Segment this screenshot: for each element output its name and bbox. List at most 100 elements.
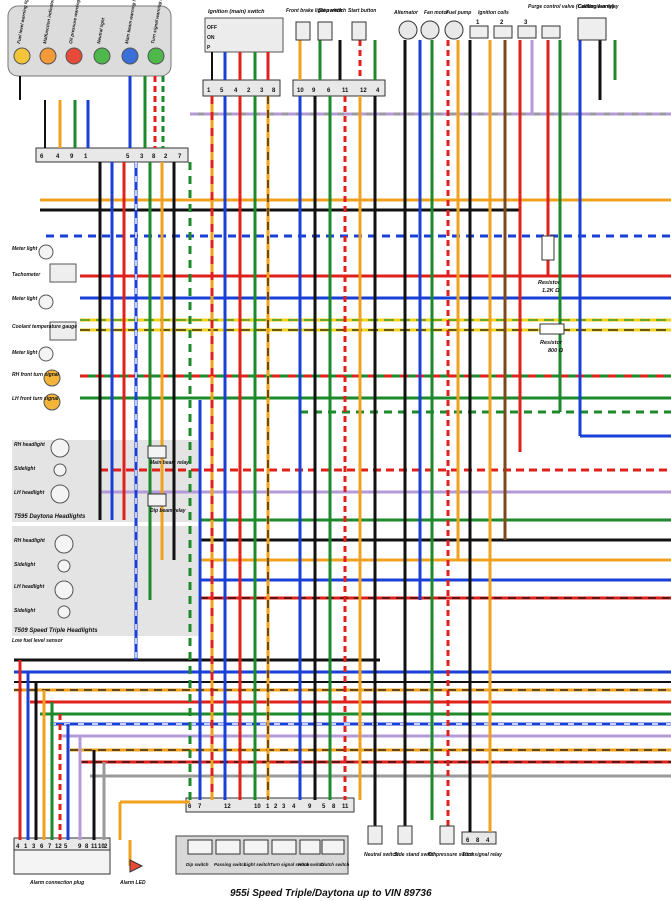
- coolant-gauge-icon: [49, 321, 77, 341]
- label-meter-light-3: Meter light: [12, 350, 38, 356]
- label-tachometer: Tachometer: [12, 272, 41, 278]
- pin-sw-10: 8: [332, 804, 336, 810]
- oil-pressure-switch-icon: [439, 825, 455, 845]
- warning-lights: [13, 47, 165, 65]
- pin-left-7: 2: [164, 154, 168, 160]
- daytona-rh-headlight-icon: [50, 438, 70, 458]
- label-neutral: Neutral switch: [364, 852, 398, 858]
- pin-alarm-4: 7: [48, 844, 52, 850]
- pin-brk-2: 6: [327, 88, 331, 94]
- fuel-pump-icon: [444, 20, 464, 40]
- label-resistor-2-value: 800 Ω: [548, 348, 564, 354]
- labels: Ignition (main) switch OFF ON P Front br…: [12, 4, 619, 899]
- label-st-sidelight-1: Sidelight: [14, 562, 35, 568]
- pin-sw-0: 6: [188, 804, 192, 810]
- pin-sw-8: 9: [308, 804, 312, 810]
- pin-alarm-11: 2: [104, 844, 108, 850]
- fuel-level-light-icon: [13, 47, 31, 65]
- switch-block-connector: [185, 797, 355, 813]
- pin-sw-11: 11: [342, 804, 349, 810]
- resistor-2-icon: [539, 323, 565, 335]
- alarm-led-icon: [129, 859, 144, 873]
- daytona-sidelight-icon: [53, 463, 67, 477]
- label-dip-switch: Dip switch: [186, 862, 209, 867]
- label-resistor-2: Resistor: [540, 340, 563, 346]
- label-turn-relay: Turn signal relay: [462, 852, 502, 858]
- dip-switch-icon: [187, 839, 213, 855]
- label-clutch-switch: Clutch switch: [320, 862, 350, 867]
- label-coil-3: 3: [524, 20, 528, 26]
- ignition-coil-3-icon: [517, 25, 537, 39]
- label-ignition-switch: Ignition (main) switch: [208, 9, 265, 15]
- vertical-wires: [18, 40, 617, 866]
- speed-triple-sidelight-2-icon: [57, 605, 71, 619]
- turn-relay-connector: [461, 831, 497, 845]
- fan-motor-icon: [420, 20, 440, 40]
- pin-alarm-0: 4: [16, 844, 20, 850]
- neutral-switch-icon: [367, 825, 383, 845]
- pin-ign-5: 8: [272, 88, 276, 94]
- meter-light-3-icon: [38, 346, 54, 362]
- pin-sw-6: 3: [282, 804, 286, 810]
- speed-triple-panel: [12, 526, 198, 636]
- pin-sw-4: 1: [266, 804, 270, 810]
- label-light-switch: Light switch: [244, 862, 270, 867]
- ignition-coil-2-icon: [493, 25, 513, 39]
- start-button-icon: [351, 21, 367, 41]
- left-instruments: [38, 244, 77, 411]
- label-daytona-rh: RH headlight: [14, 442, 45, 448]
- main-beam-light-icon: [121, 47, 139, 65]
- tachometer-icon: [49, 263, 77, 283]
- label-coil-2: 2: [500, 20, 504, 26]
- pin-left-5: 3: [140, 154, 144, 160]
- pin-brk-4: 12: [360, 88, 367, 94]
- pin-sw-2: 12: [224, 804, 231, 810]
- label-fuel-pump: Fuel pump: [446, 10, 471, 16]
- oil-pressure-light-icon: [65, 47, 83, 65]
- pin-sw-9: 5: [322, 804, 326, 810]
- label-st-sidelight-2: Sidelight: [14, 608, 35, 614]
- label-passing-switch: Passing switch: [214, 862, 247, 867]
- pin-alarm-5: 12: [55, 844, 62, 850]
- pin-left-8: 7: [178, 154, 182, 160]
- label-alternator: Alternator: [393, 10, 419, 16]
- pin-ign-2: 4: [234, 88, 238, 94]
- label-alarm-plug: Alarm connection plug: [29, 880, 84, 886]
- pin-left-2: 9: [70, 154, 74, 160]
- pin-ign-3: 2: [247, 88, 251, 94]
- top-components: [295, 17, 607, 41]
- label-ign-on: ON: [207, 35, 215, 41]
- speed-triple-lh-headlight-icon: [54, 580, 74, 600]
- label-resistor-1-value: 1.2K Ω: [542, 288, 560, 294]
- purge-valve-icon: [541, 25, 561, 39]
- pin-relay-0: 6: [466, 838, 470, 844]
- pin-alarm-7: 9: [78, 844, 82, 850]
- pin-alarm-1: 1: [24, 844, 28, 850]
- pin-alarm-6: 5: [64, 844, 68, 850]
- speed-triple-rh-headlight-icon: [54, 534, 74, 554]
- alternator-icon: [398, 20, 418, 40]
- label-dip-beam-relay: Dip beam relay: [150, 508, 186, 514]
- brake-connector: [292, 79, 386, 97]
- pin-alarm-3: 6: [40, 844, 44, 850]
- label-turn-switch: Turn signal switch: [270, 862, 310, 867]
- rh-front-turn-signal-icon: [43, 369, 61, 387]
- speed-triple-sidelight-1-icon: [57, 559, 71, 573]
- label-main-beam-relay: Main beam relay: [150, 460, 189, 466]
- daytona-panel: [12, 440, 198, 522]
- cooling-fan-relay-icon: [577, 17, 607, 41]
- light-switch-icon: [243, 839, 269, 855]
- pin-left-0: 6: [40, 154, 44, 160]
- pin-ign-1: 5: [220, 88, 224, 94]
- dip-beam-relay-icon: [147, 493, 167, 507]
- front-brake-switch-icon: [295, 21, 311, 41]
- label-oil-pressure: Oil pressure switch: [428, 852, 474, 858]
- pin-labels: 1 5 4 2 3 8 10 9 6 11 12 4 6 4 9 1 5 3 8…: [16, 88, 490, 850]
- main-beam-relay-icon: [147, 445, 167, 459]
- ignition-connector: [202, 79, 281, 97]
- headlights: [50, 438, 167, 619]
- lh-front-turn-signal-icon: [43, 393, 61, 411]
- diagram-title: 955i Speed Triple/Daytona up to VIN 8973…: [230, 888, 432, 899]
